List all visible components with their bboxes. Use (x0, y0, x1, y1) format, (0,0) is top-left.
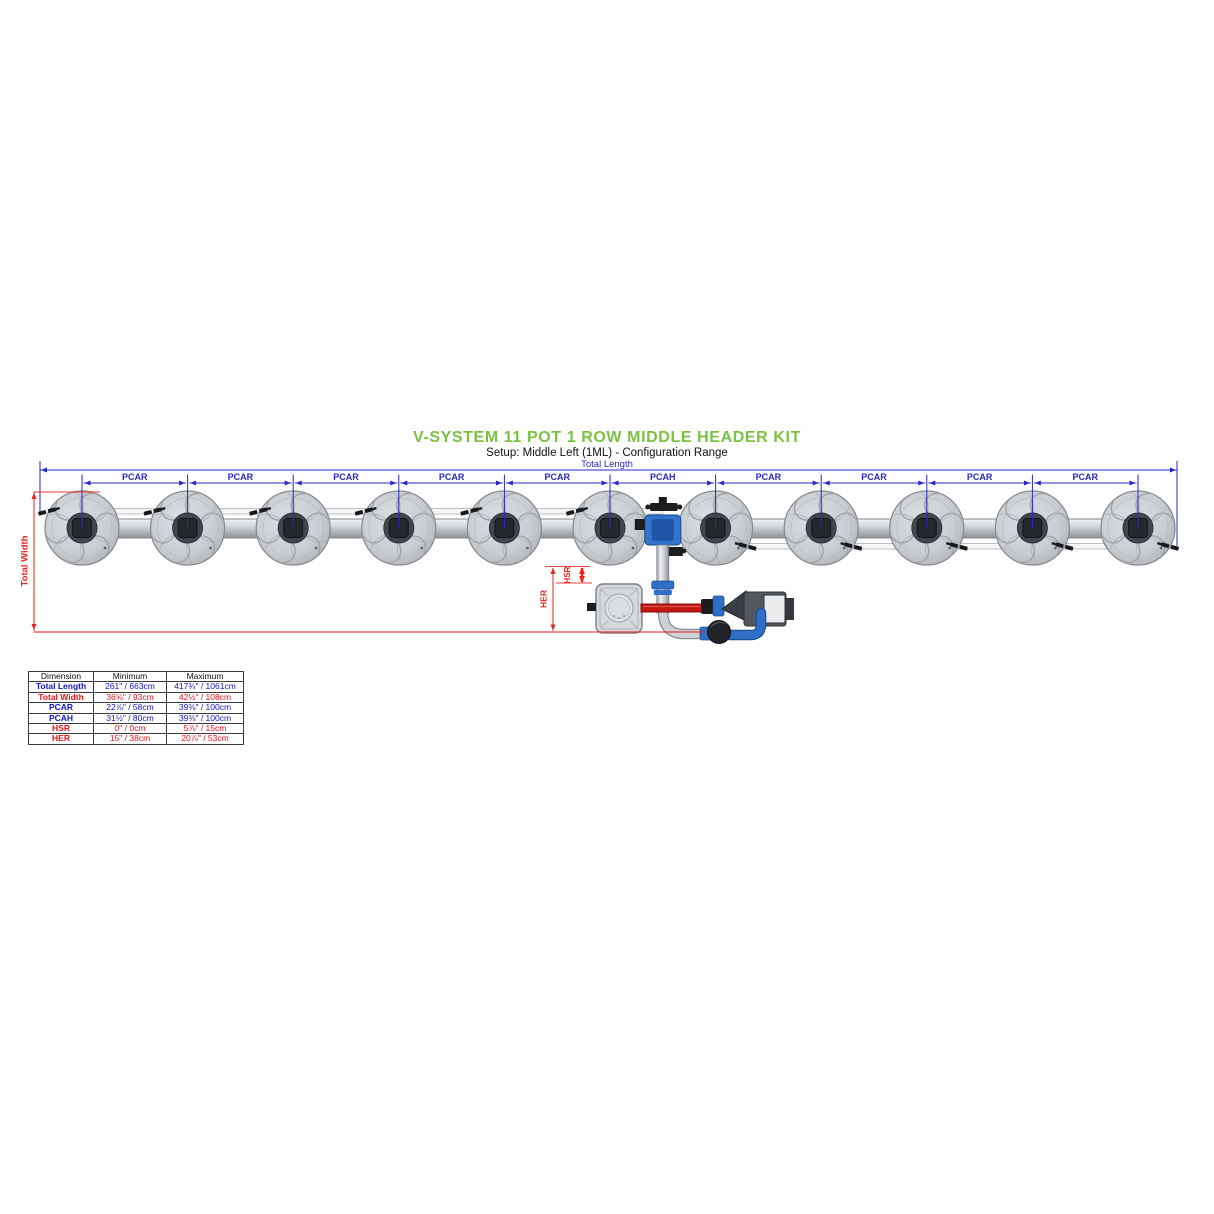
table-header-row: Dimension Minimum Maximum (28, 670, 244, 683)
total-length-label: Total Length (581, 459, 633, 470)
total-width-label: Total Width (20, 535, 31, 586)
tank-fitting (587, 603, 596, 611)
gap-label-pcar-9: PCAR (967, 472, 993, 482)
row-label-hsr: HSR (28, 723, 94, 735)
pot-inlet-fitting (840, 541, 863, 551)
pot-inlet-fitting (1051, 541, 1074, 551)
total-length-max: 417¾" / 1061cm (166, 681, 244, 693)
pot-inlet-fitting (460, 506, 483, 516)
pot-inlet-fitting (354, 506, 377, 516)
col-header-dimension: Dimension (28, 670, 94, 683)
gap-label-pcar-4: PCAR (439, 472, 465, 482)
reservoir-tank (587, 583, 643, 634)
her-min: 15" / 38cm (93, 733, 167, 745)
pump-assembly (640, 590, 794, 644)
her-label: HER (539, 590, 549, 608)
gap-label-pcar-5: PCAR (544, 472, 570, 482)
gap-label-pcar-10: PCAR (1072, 472, 1098, 482)
pot-inlet-fitting (566, 506, 588, 516)
red-return-pipe (640, 603, 703, 613)
hsr-max: 5⅞" / 15cm (166, 723, 244, 735)
pot-inlet-fitting (143, 506, 166, 516)
table-row: Total Length 261" / 663cm 417¾" / 1061cm (28, 681, 244, 693)
gap-label-pcar-2: PCAR (228, 472, 254, 482)
total-length-min: 261" / 663cm (93, 681, 167, 693)
table-row: HSR 0" / 0cm 5⅞" / 15cm (28, 723, 244, 735)
hsr-label: HSR (563, 566, 572, 583)
header-assembly (634, 497, 687, 614)
pump-volute (721, 590, 747, 622)
pipe-coupler (651, 580, 675, 590)
pcah-max: 39⅜" / 100cm (166, 712, 244, 725)
gap-label-pcar-7: PCAR (756, 472, 782, 482)
check-valve (712, 595, 725, 617)
pot-inlet-fitting (249, 506, 272, 516)
total-width-min: 36⅝" / 93cm (93, 691, 167, 704)
dimensions-table: Dimension Minimum Maximum Total Length 2… (28, 670, 244, 745)
gap-label-pcar-3: PCAR (333, 472, 359, 482)
pot-inlet-fitting (38, 506, 60, 516)
col-header-minimum: Minimum (93, 670, 167, 683)
pcar-min: 22⅞" / 58cm (93, 702, 167, 714)
row-label-pcar: PCAR (28, 702, 94, 714)
table-row: PCAR 22⅞" / 58cm 39⅜" / 100cm (28, 702, 244, 714)
pump-inlet-hose (659, 607, 707, 638)
page-title: V-SYSTEM 11 POT 1 ROW MIDDLE HEADER KIT (413, 429, 801, 446)
row-label-her: HER (28, 733, 94, 745)
table-row: Total Width 36⅝" / 93cm 42½" / 108cm (28, 691, 244, 704)
pot-inlet-fitting (945, 541, 968, 551)
pump-outlet-pipe (726, 609, 765, 639)
page-subtitle: Setup: Middle Left (1ML) - Configuration… (486, 447, 728, 459)
row-label-total-width: Total Width (28, 691, 94, 704)
table-row: PCAH 31½" / 80cm 39⅜" / 100cm (28, 712, 244, 725)
pcah-min: 31½" / 80cm (93, 712, 167, 725)
pcar-max: 39⅜" / 100cm (166, 702, 244, 714)
gap-label-pcar-8: PCAR (861, 472, 887, 482)
pump-head (707, 620, 731, 644)
pot-inlet-fitting (1157, 541, 1179, 551)
row-label-pcah: PCAH (28, 712, 94, 725)
pot-inlet-fitting (734, 541, 757, 551)
hsr-min: 0" / 0cm (93, 723, 167, 735)
gap-label-pcar-1: PCAR (122, 472, 148, 482)
pipe-union (701, 599, 714, 614)
header-down-pipe (656, 544, 670, 614)
row-label-total-length: Total Length (28, 681, 94, 693)
gap-label-pcah-6: PCAH (650, 472, 676, 482)
her-max: 20⅞" / 53cm (166, 733, 244, 745)
col-header-maximum: Maximum (166, 670, 244, 683)
total-width-max: 42½" / 108cm (166, 691, 244, 704)
table-row: HER 15" / 38cm 20⅞" / 53cm (28, 733, 244, 745)
